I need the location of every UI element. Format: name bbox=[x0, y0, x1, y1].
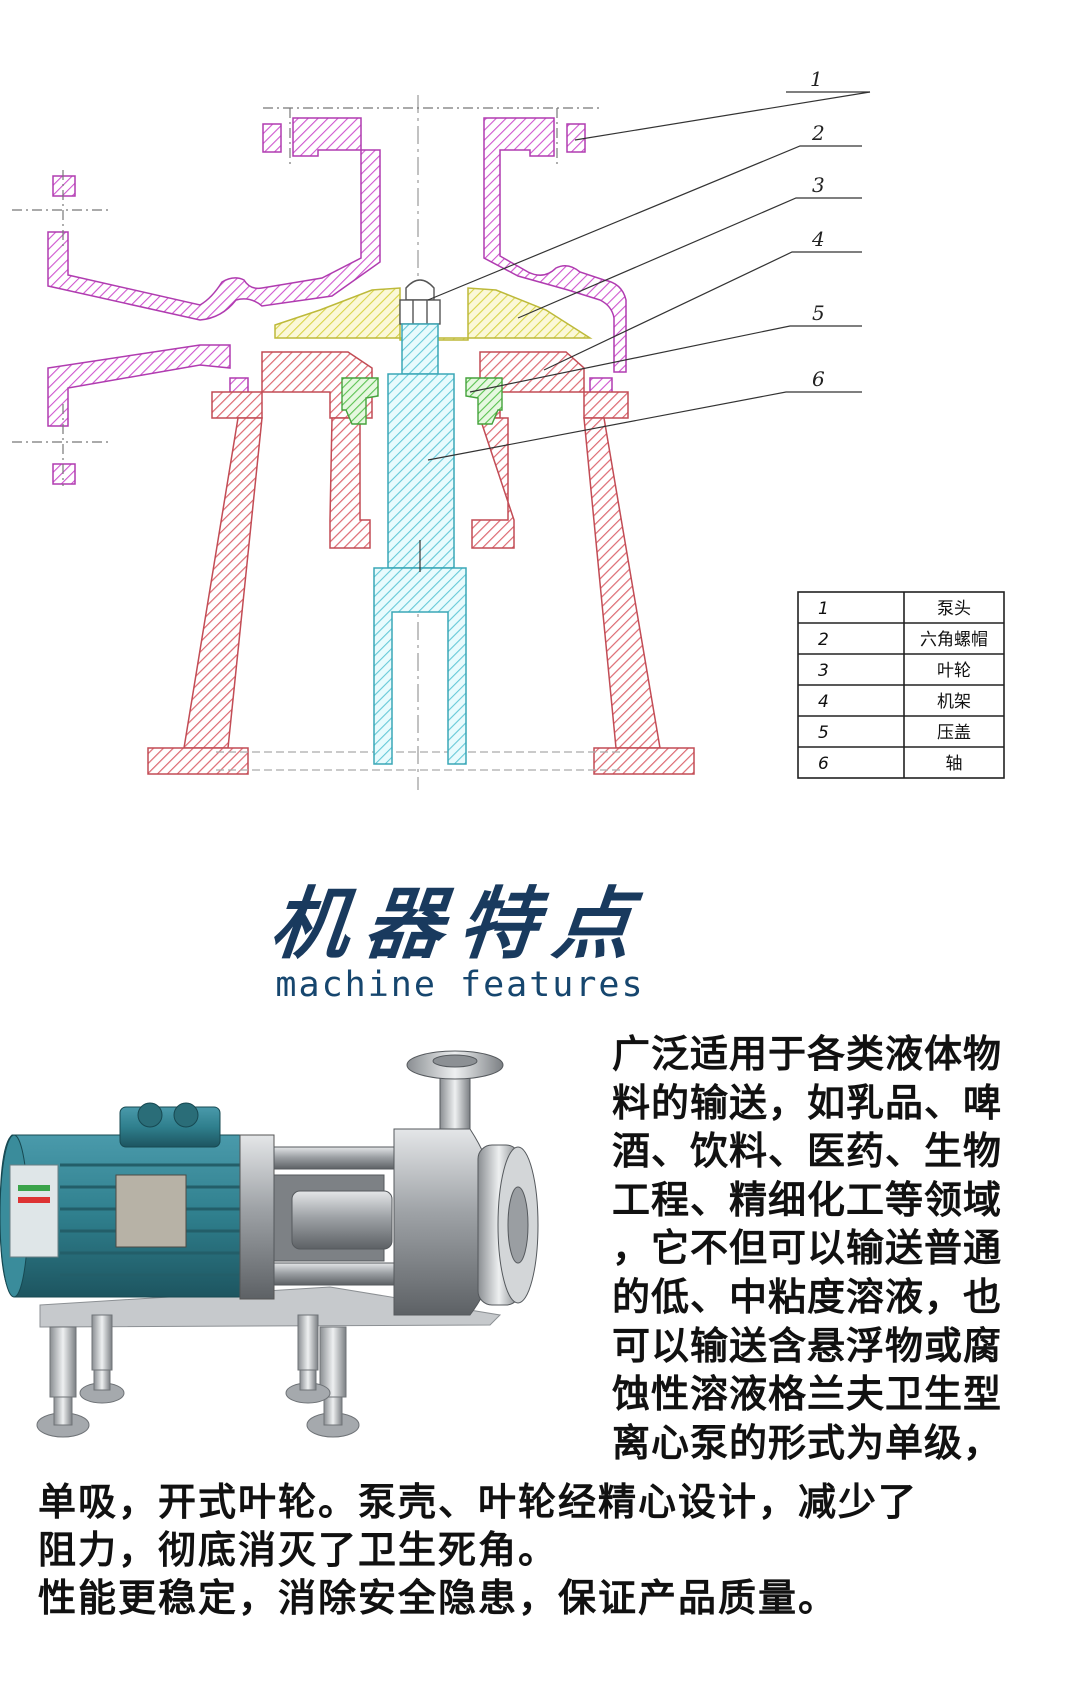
callout-number: 1 bbox=[810, 67, 823, 91]
shaft-part bbox=[373, 323, 467, 765]
section-title-cn: 机器特点 bbox=[266, 879, 653, 970]
section-title-en: machine features bbox=[275, 965, 645, 1005]
pump-cross-section-diagram: 1 2 3 4 5 6 1 泵头 2 六角螺帽 3 叶轮 4 机架 5 压盖 6 轴 bbox=[12, 67, 1005, 790]
parts-table bbox=[797, 591, 1005, 779]
callout-number: 2 bbox=[811, 121, 825, 145]
parts-table-name: 轴 bbox=[946, 754, 963, 774]
parts-table-name: 泵头 bbox=[937, 599, 971, 619]
description-side-text: 广泛适用于各类液体物 料的输送，如乳品、啤 酒、饮料、医药、生物 工程、精细化工… bbox=[612, 1032, 1003, 1465]
description-full-text: 单吸，开式叶轮。泵壳、叶轮经精心设计，减少了 阻力，彻底消灭了卫生死角。 性能更… bbox=[38, 1480, 919, 1620]
parts-table-name: 叶轮 bbox=[937, 661, 971, 681]
gland-part bbox=[341, 377, 503, 425]
hex-nut-part bbox=[399, 279, 441, 325]
callout-number: 5 bbox=[812, 301, 825, 325]
parts-table-number: 1 bbox=[818, 599, 829, 619]
parts-table-number: 4 bbox=[818, 692, 829, 712]
impeller-part bbox=[274, 287, 593, 341]
parts-table-number: 5 bbox=[818, 723, 829, 743]
parts-table-number: 6 bbox=[818, 754, 829, 774]
callout-number: 3 bbox=[812, 173, 825, 197]
callout-number: 6 bbox=[812, 367, 825, 391]
pump-body bbox=[273, 1050, 539, 1316]
frame-part bbox=[147, 351, 695, 775]
pump-head-part bbox=[47, 117, 627, 485]
parts-table-name: 六角螺帽 bbox=[920, 630, 988, 650]
motor bbox=[0, 1102, 275, 1300]
parts-table-number: 2 bbox=[818, 630, 829, 650]
parts-table-name: 压盖 bbox=[937, 723, 971, 743]
parts-table-number: 3 bbox=[818, 661, 829, 681]
parts-table-name: 机架 bbox=[937, 692, 971, 712]
pump-product-photo bbox=[0, 1050, 539, 1438]
callout-number: 4 bbox=[811, 227, 825, 251]
